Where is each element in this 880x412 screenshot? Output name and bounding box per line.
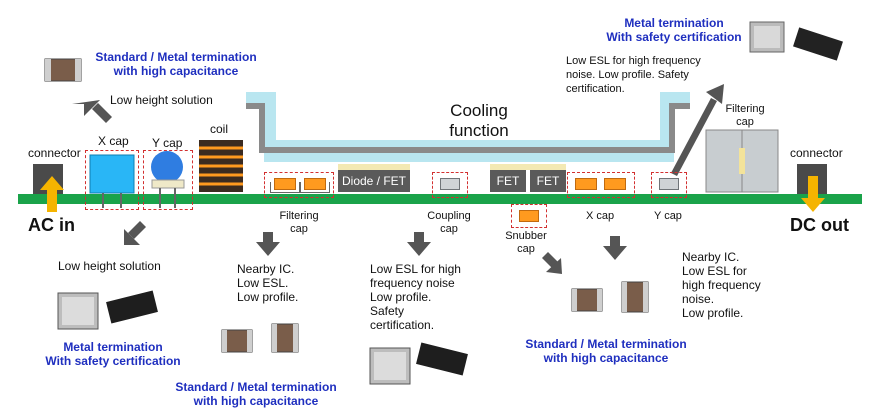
y-cap-disc: [151, 151, 183, 183]
dc-out-arrow: [801, 176, 825, 212]
connector-right-label: connector: [790, 146, 843, 160]
diode-fet-label: Diode / FET: [341, 174, 407, 188]
ac-in-arrow: [40, 176, 64, 212]
heatsink-outline: [246, 103, 690, 153]
x-cap-top-label: X cap: [98, 134, 129, 148]
note-std-metal-bottom-center: Standard / Metal termination with high c…: [175, 380, 337, 408]
y-cap-bottom-label: Y cap: [654, 210, 682, 222]
note-std-metal-top-left: Standard / Metal termination with high c…: [95, 50, 257, 78]
note-nearby-ic-2: Nearby IC. Low ESL for high frequency no…: [682, 250, 761, 320]
x-cap-group-outline: [85, 150, 139, 210]
filtering-bracket-2: [300, 182, 330, 193]
pcb-board: [18, 194, 862, 204]
coupling-chip: [440, 178, 460, 190]
x-cap-chip-2: [604, 178, 626, 190]
y-cap-right-outline: [651, 172, 687, 198]
note-low-esl-center: Low ESL for high frequency noise Low pro…: [370, 262, 461, 332]
cooling-function-label: Cooling function: [449, 101, 509, 140]
filtering-cap-right-label: Filtering cap: [725, 103, 765, 128]
y-cap-chip: [659, 178, 679, 190]
cooling-plate: [246, 92, 690, 162]
coil-label: coil: [210, 122, 229, 136]
snubber-cap-label: Snubber cap: [505, 230, 547, 255]
dc-out-label: DC out: [790, 215, 849, 235]
note-low-height-bottom: Low height solution: [58, 259, 161, 273]
fet-ic-1: FET: [490, 170, 526, 192]
ac-in-label: AC in: [28, 215, 75, 235]
note-std-metal-bottom-right: Standard / Metal termination with high c…: [525, 337, 687, 365]
x-cap-body: [89, 154, 135, 194]
note-low-esl-top-right: Low ESL for high frequency noise. Low pr…: [566, 55, 701, 95]
component-pictures: [44, 21, 843, 385]
gray-arrows: [72, 84, 724, 274]
filtering-bracket-1: [270, 182, 300, 193]
coupling-cap-label: Coupling cap: [427, 210, 471, 235]
diode-fet-ic: Diode / FET: [338, 170, 410, 192]
note-metal-safety-bottom-left: Metal termination With safety certificat…: [45, 340, 181, 368]
x-cap-bottom-label: X cap: [586, 210, 615, 222]
filtering-cap-bottom-label: Filtering cap: [279, 210, 319, 235]
fet-ic-2: FET: [530, 170, 566, 192]
x-cap-right-outline: [567, 172, 635, 198]
snubber-cap-outline: [511, 204, 547, 228]
fet2-label: FET: [536, 174, 560, 188]
filtering-chip-1: [274, 178, 296, 190]
note-metal-safety-top-right: Metal termination With safety certificat…: [606, 16, 742, 44]
y-cap-top-label: Y cap: [152, 136, 183, 150]
fet1-label: FET: [496, 174, 520, 188]
filtering-cap-outline: [264, 172, 334, 198]
snubber-chip: [519, 210, 539, 222]
note-nearby-ic-1: Nearby IC. Low ESL. Low profile.: [237, 262, 299, 304]
note-low-height-top: Low height solution: [110, 93, 213, 107]
filtering-chip-2: [304, 178, 326, 190]
connector-left-label: connector: [28, 146, 81, 160]
coupling-cap-outline: [432, 172, 468, 198]
x-cap-chip-1: [575, 178, 597, 190]
y-cap-group-outline: [143, 150, 193, 210]
